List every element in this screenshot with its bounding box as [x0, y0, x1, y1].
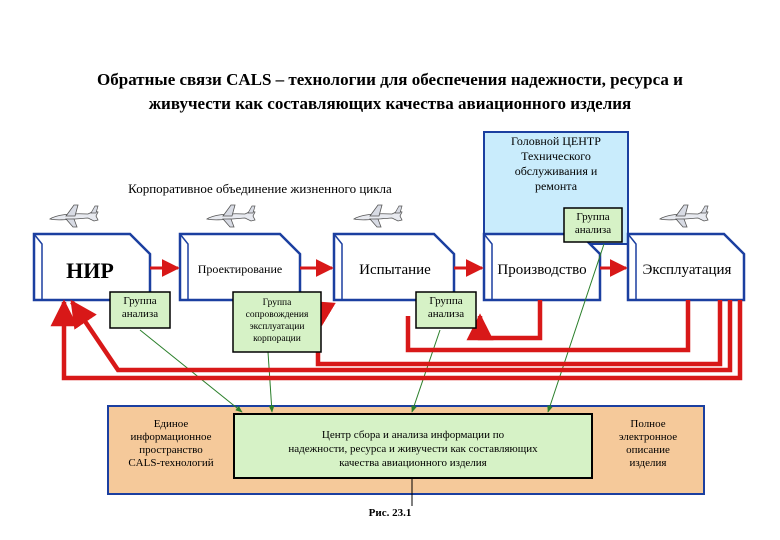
stage-design-label: Проектирование — [197, 262, 283, 276]
group-analysis-left-line-1: Группа — [123, 295, 157, 307]
airplane-icon — [49, 204, 99, 228]
airplane-icon — [206, 204, 256, 228]
group-analysis-mid-label: Группа анализа — [416, 295, 476, 321]
head-center-label: Головной ЦЕНТР Технического обслуживания… — [484, 134, 628, 194]
info-space-line-3: пространство — [139, 444, 203, 456]
center-label: Центр сбора и анализа информации по наде… — [236, 428, 590, 470]
stage-nir-box — [32, 232, 152, 302]
head-center-line-2: Технического — [521, 149, 591, 163]
group-analysis-left-label: Группа анализа — [110, 295, 170, 321]
group-analysis-top-label: Группа анализа — [564, 211, 622, 237]
corporate-label: Корпоративное объединение жизненного цик… — [128, 181, 392, 196]
group-support-label: Группа сопровождения эксплуатации корпор… — [233, 297, 321, 345]
stage-design-box — [178, 232, 302, 302]
center-box — [233, 413, 593, 479]
group-analysis-mid-box — [415, 291, 477, 329]
group-analysis-top-box — [563, 207, 623, 243]
group-analysis-top-line-1: Группа — [576, 211, 610, 223]
airplane-icon — [353, 204, 403, 228]
head-center-line-3: обслуживания и — [514, 164, 598, 178]
electronic-desc-line-1: Полное — [630, 418, 666, 430]
head-center-line-1: Головной ЦЕНТР — [511, 134, 601, 148]
info-space-line-2: информационное — [130, 431, 212, 443]
group-support-line-4: корпорации — [253, 334, 301, 344]
head-center-line-4: ремонта — [534, 179, 578, 193]
group-analysis-mid-line-1: Группа — [429, 295, 463, 307]
group-support-box — [232, 291, 322, 353]
stage-testing-box — [332, 232, 456, 302]
info-space-line-1: Единое — [153, 418, 189, 430]
center-line-1: Центр сбора и анализа информации по — [321, 429, 505, 441]
stage-testing-label: Испытание — [359, 262, 431, 278]
electronic-desc-label: Полное электронное описание изделия — [596, 418, 700, 470]
stage-nir-label: НИР — [66, 258, 114, 283]
stage-operation-box — [626, 232, 746, 302]
page-title: Обратные связи CALS – технологии для обе… — [20, 68, 760, 116]
page-title-line-2: живучести как составляющих качества авиа… — [148, 94, 632, 113]
electronic-desc-line-3: описание — [626, 444, 670, 456]
electronic-desc-line-2: электронное — [618, 431, 678, 443]
info-space-line-4: CALS-технологий — [128, 457, 214, 469]
center-line-2: надежности, ресурса и живучести как сост… — [288, 443, 538, 455]
group-support-line-1: Группа — [262, 298, 292, 308]
group-analysis-mid-line-2: анализа — [427, 308, 465, 320]
group-analysis-left-line-2: анализа — [121, 308, 159, 320]
stage-operation-label: Эксплуатация — [642, 262, 732, 278]
page-title-line-1: Обратные связи CALS – технологии для обе… — [97, 70, 683, 89]
center-line-3: качества авиационного изделия — [339, 457, 487, 469]
stage-production-label: Производство — [497, 262, 587, 278]
group-support-line-2: сопровождения — [245, 310, 309, 320]
group-analysis-left-box — [109, 291, 171, 329]
group-support-line-3: эксплуатации — [249, 322, 305, 332]
group-analysis-top-line-2: анализа — [574, 224, 612, 236]
electronic-desc-line-4: изделия — [629, 457, 667, 469]
info-space-label: Единое информационное пространство CALS-… — [112, 418, 230, 470]
airplane-icon — [659, 204, 709, 228]
figure-caption: Рис. 23.1 — [368, 507, 412, 519]
